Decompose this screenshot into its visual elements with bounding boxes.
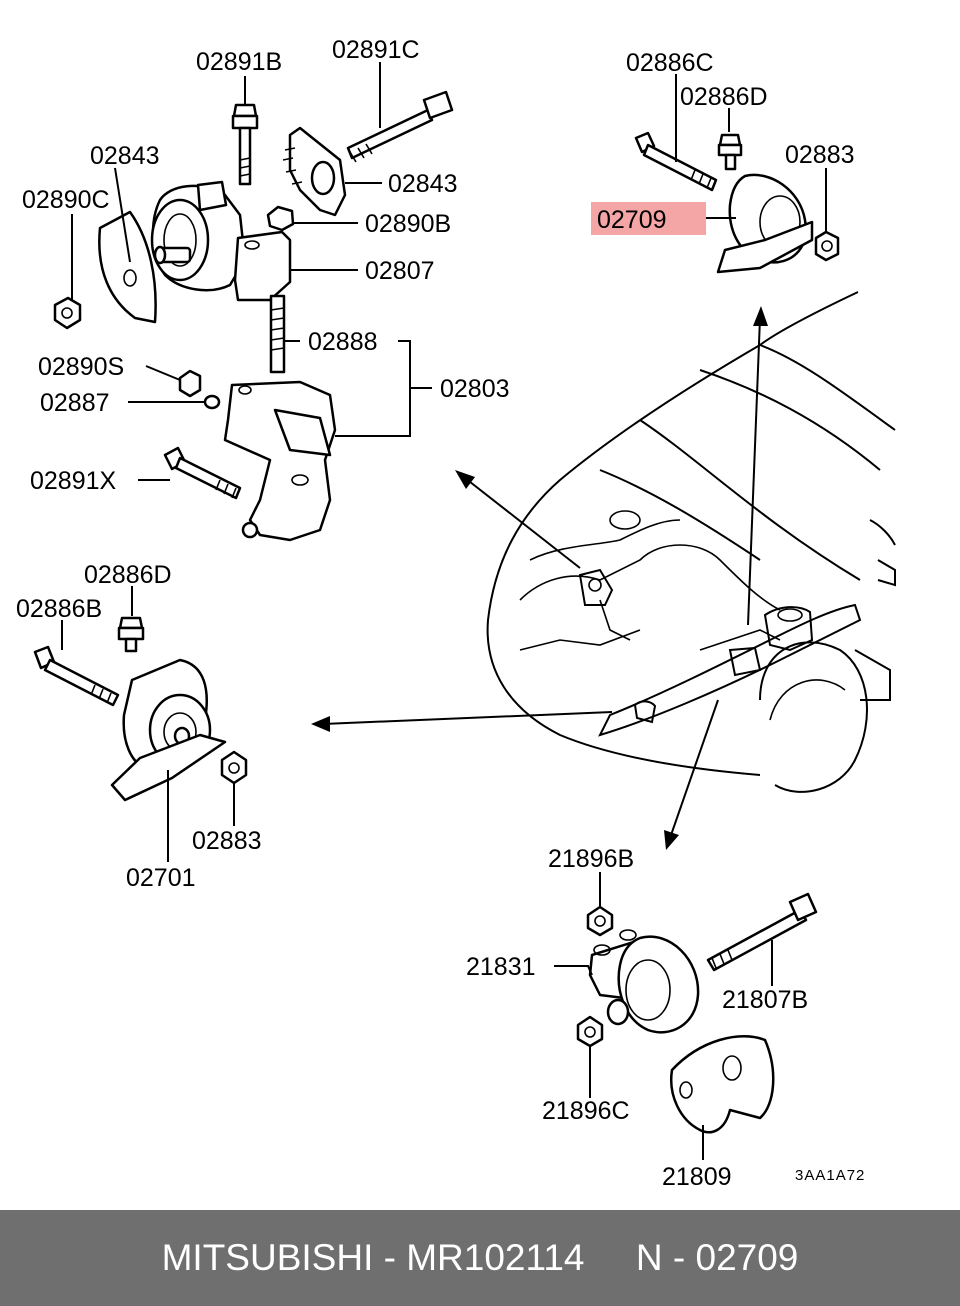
vehicle-body-outline (486, 291, 896, 793)
label-02888: 02888 (308, 328, 378, 356)
label-21807B: 21807B (722, 986, 808, 1014)
part-labels: 02891B 02891C 02843 02843 02890C 02890B … (16, 36, 865, 1191)
parts-diagram: 02891B 02891C 02843 02843 02890C 02890B … (16, 36, 896, 1191)
label-02891B: 02891B (196, 48, 282, 76)
label-21896B: 21896B (548, 845, 634, 873)
footer-text: MITSUBISHI - MR102114 N - 02709 (161, 1237, 799, 1278)
engine-mount-02701 (33, 616, 248, 802)
engine-mount-02709 (634, 131, 840, 274)
label-02803: 02803 (440, 375, 510, 403)
label-02843-left: 02843 (90, 142, 160, 170)
callout-lines (61, 62, 827, 1160)
label-02887: 02887 (40, 389, 110, 417)
label-02891C: 02891C (332, 36, 420, 64)
label-02807: 02807 (365, 257, 435, 285)
label-21809: 21809 (662, 1163, 732, 1191)
label-02886C: 02886C (626, 49, 714, 77)
footer-bar: MITSUBISHI - MR102114 N - 02709 (0, 1210, 960, 1306)
label-02883-top: 02883 (785, 141, 855, 169)
label-02883-left: 02883 (192, 827, 262, 855)
label-02890C: 02890C (22, 186, 110, 214)
label-02701: 02701 (126, 864, 196, 892)
label-02709: 02709 (597, 206, 667, 234)
label-02886D-top: 02886D (680, 83, 768, 111)
label-02890S: 02890S (38, 353, 124, 381)
transmission-mount-assembly (576, 892, 818, 1134)
leader-arrows (311, 306, 768, 850)
label-21831: 21831 (466, 953, 536, 981)
label-21896C: 21896C (542, 1097, 630, 1125)
label-02890B: 02890B (365, 210, 451, 238)
label-02886D-left: 02886D (84, 561, 172, 589)
label-02891X: 02891X (30, 467, 117, 495)
label-02843-right: 02843 (388, 170, 458, 198)
label-02886B: 02886B (16, 595, 102, 623)
drawing-code: 3AA1A72 (795, 1167, 865, 1184)
highlight-box (591, 202, 706, 235)
engine-mount-assembly-top-left (53, 90, 454, 542)
